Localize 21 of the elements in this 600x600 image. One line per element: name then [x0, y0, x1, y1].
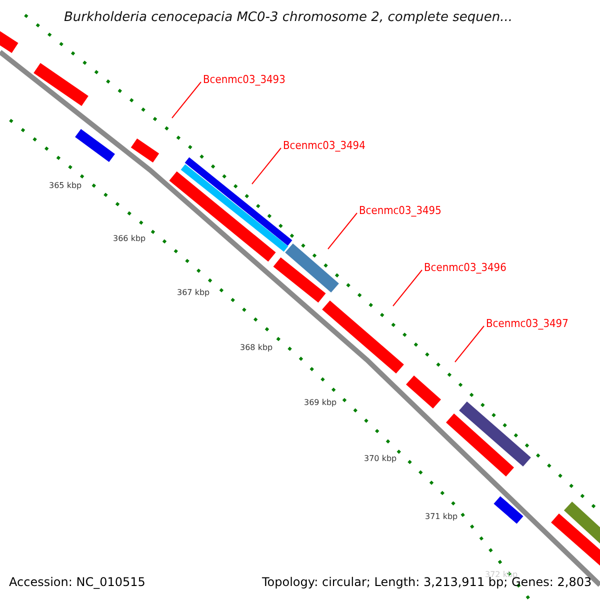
leader-line	[172, 82, 202, 118]
scale-label: 365 kbp	[49, 182, 82, 190]
scale-label: 366 kbp	[113, 235, 146, 243]
leader-line	[392, 270, 422, 306]
leader-line	[328, 212, 358, 250]
gene-label: Bcenmc03_3495	[359, 205, 442, 216]
gene-label: Bcenmc03_3493	[203, 74, 286, 85]
leader-line	[252, 148, 282, 184]
genome-stats-text: Topology: circular; Length: 3,213,911 bp; Genes: 2,803	[262, 576, 592, 588]
title: Burkholderia cenocepacia MC0-3 chromosome 2, complete sequen...	[64, 11, 512, 24]
gene-label: Bcenmc03_3497	[486, 318, 568, 329]
scale-label: 371 kbp	[425, 513, 458, 521]
gene-label: Bcenmc03_3496	[424, 262, 506, 273]
scale-label: 370 kbp	[364, 455, 397, 463]
scale-label: 369 kbp	[304, 399, 337, 407]
scale-label: 367 kbp	[177, 289, 210, 297]
gene-label: Bcenmc03_3494	[283, 140, 366, 151]
accession-text: Accession: NC_010515	[9, 576, 146, 588]
leader-line	[454, 326, 484, 362]
scale-label: 368 kbp	[240, 344, 273, 352]
scale-label: 372 kbp	[485, 571, 518, 579]
